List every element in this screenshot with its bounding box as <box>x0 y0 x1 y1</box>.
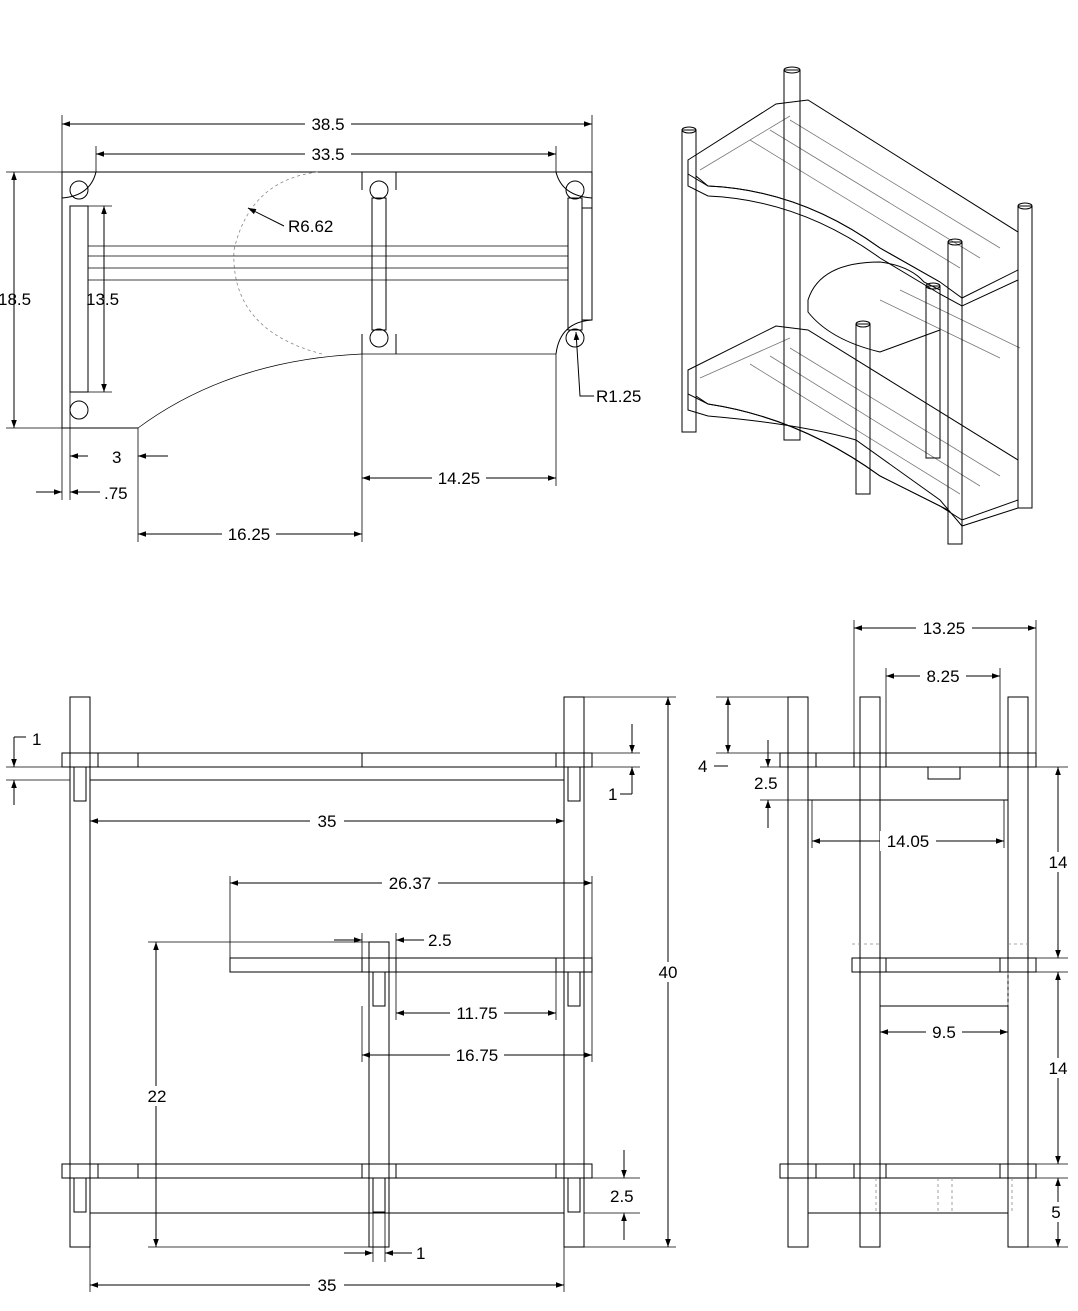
isometric-view <box>681 66 1033 545</box>
dim-26-37: 26.37 <box>389 874 432 893</box>
side-dimensions <box>714 618 1068 1248</box>
dim-5: 5 <box>1051 1203 1060 1222</box>
dim-1-bottom: 1 <box>416 1244 425 1263</box>
dim-14-25: 14.25 <box>438 469 481 488</box>
arc-cutout-hidden <box>233 171 323 355</box>
dim-16-25: 16.25 <box>228 525 271 544</box>
dim-35-top: 35 <box>318 812 337 831</box>
dim-r6-62: R6.62 <box>288 217 333 236</box>
dim-33-5: 33.5 <box>311 145 344 164</box>
dim-2-5-side: 2.5 <box>754 774 778 793</box>
post-circles <box>69 180 585 420</box>
dim-9-5: 9.5 <box>932 1023 956 1042</box>
dim-11-75: 11.75 <box>456 1004 497 1023</box>
dim-22: 22 <box>148 1087 167 1106</box>
top-view-outline <box>61 171 593 429</box>
dim-2-5-bottom: 2.5 <box>610 1187 634 1206</box>
dim-075: .75 <box>104 484 128 503</box>
dim-13-5: 13.5 <box>86 290 119 309</box>
front-dimensions <box>6 696 682 1295</box>
dim-2-5-post: 2.5 <box>428 931 452 950</box>
dim-14-lower: 14 <box>1049 1059 1068 1078</box>
support-bars <box>69 197 593 393</box>
dim-14-05: 14.05 <box>887 832 930 851</box>
dim-18-5: 18.5 <box>0 290 31 309</box>
dim-r1-25: R1.25 <box>596 387 641 406</box>
dim-16-75: 16.75 <box>456 1046 499 1065</box>
top-dimensions <box>6 114 594 544</box>
dim-8-25: 8.25 <box>926 667 959 686</box>
dim-40: 40 <box>659 963 678 982</box>
dim-3: 3 <box>112 448 121 467</box>
front-view: 1 1 35 26.37 2.5 11.75 16.75 40 22 2.5 1… <box>6 696 682 1295</box>
side-view: 13.25 8.25 4 2.5 14.05 14 14 9.5 5 <box>698 618 1074 1248</box>
dim-38-5: 38.5 <box>311 115 344 134</box>
dim-4: 4 <box>698 757 707 776</box>
dim-1-top-right: 1 <box>608 785 617 804</box>
dim-35-bottom: 35 <box>318 1276 337 1295</box>
dim-14-upper: 14 <box>1049 853 1068 872</box>
iso-posts <box>681 66 1033 545</box>
dim-1-top-left: 1 <box>32 730 41 749</box>
top-view: 38.5 33.5 18.5 13.5 R6.62 R1.25 3 .75 14… <box>0 114 641 544</box>
dim-13-25: 13.25 <box>923 619 966 638</box>
